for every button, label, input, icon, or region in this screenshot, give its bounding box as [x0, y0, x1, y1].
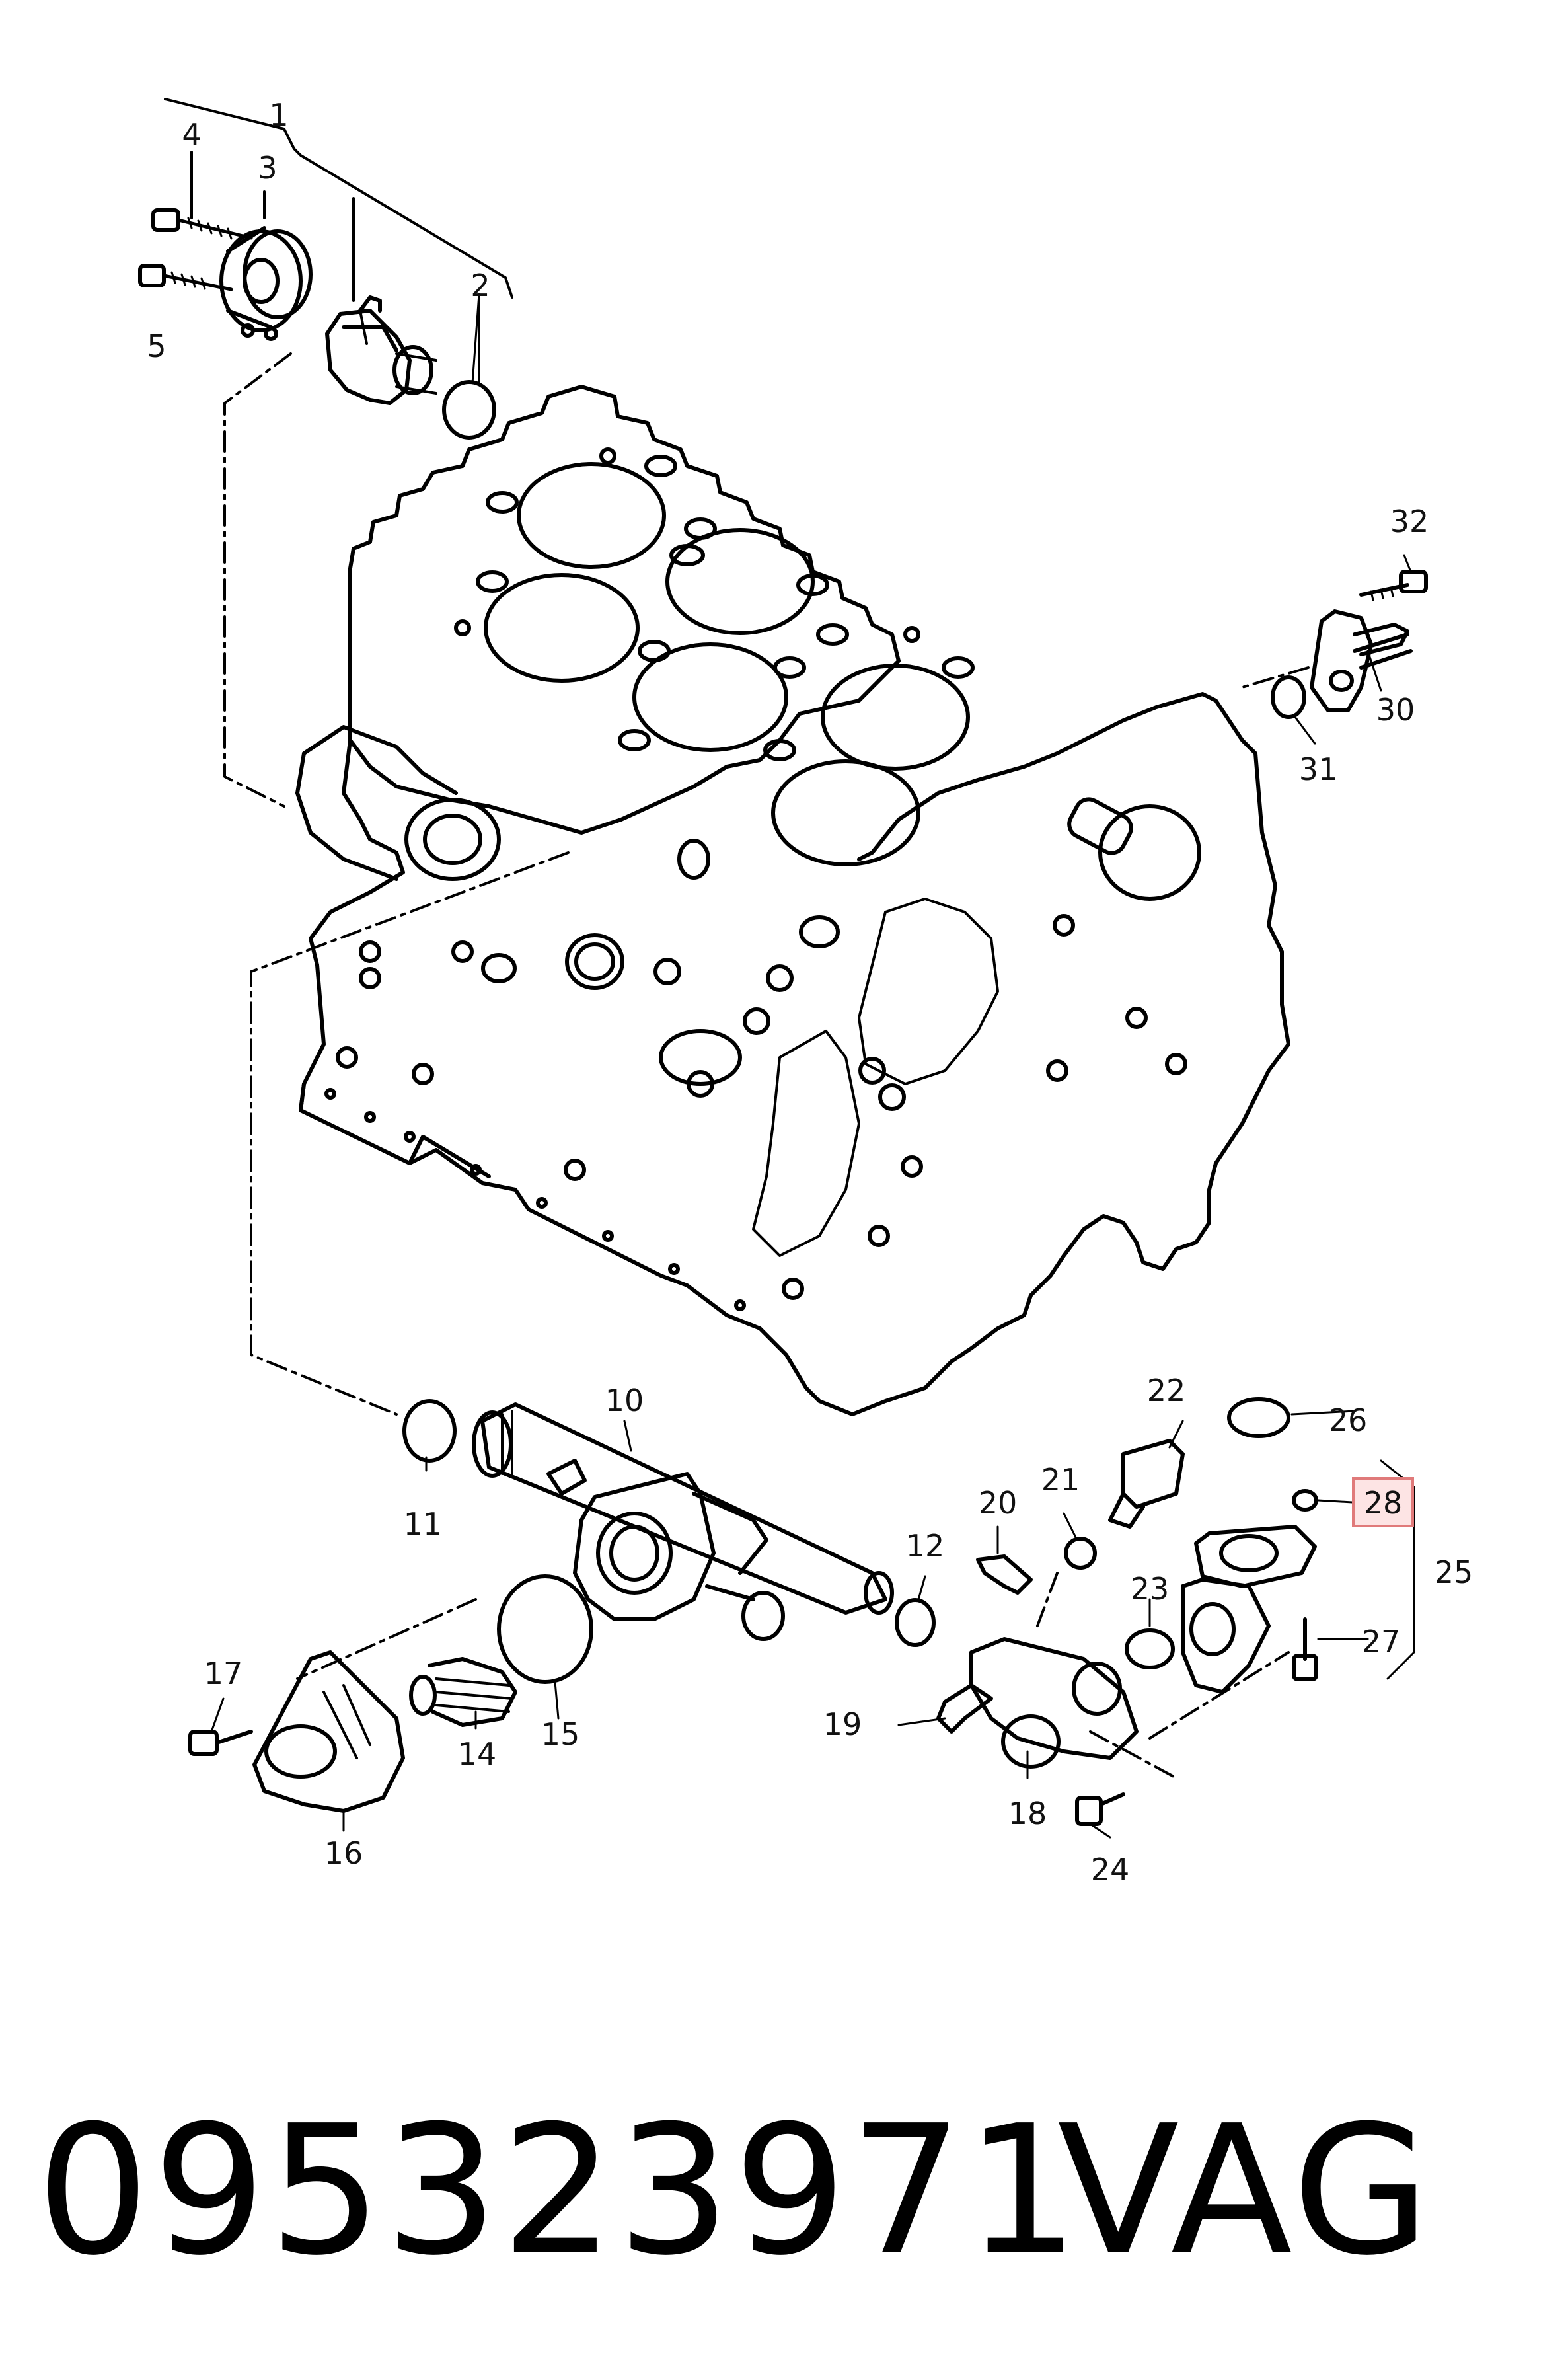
- gasket-15-icon: [497, 1574, 593, 1684]
- connector-16-icon: [252, 1650, 405, 1813]
- coolant-pump-body-icon: [325, 295, 437, 405]
- callout-22: 22: [1147, 1373, 1186, 1408]
- callout-21: 21: [1041, 1462, 1080, 1498]
- o-ring-31-icon: [1271, 675, 1306, 719]
- flange-25-icon: [1181, 1525, 1317, 1694]
- seal-21-icon: [1064, 1537, 1097, 1570]
- callout-11: 11: [404, 1506, 443, 1542]
- gasket-26-icon: [1227, 1397, 1290, 1438]
- callout-32: 32: [1390, 504, 1429, 539]
- clip-20-icon: [976, 1554, 1033, 1595]
- callout-5: 5: [147, 328, 166, 364]
- callout-18: 18: [1008, 1796, 1047, 1831]
- o-ring-11-icon: [402, 1399, 457, 1463]
- gasket-23-icon: [1125, 1628, 1175, 1669]
- bolt-4-icon: [151, 208, 253, 240]
- callout-14: 14: [458, 1736, 497, 1772]
- callout-labels: 1 2 3 4 5 10 11 12 14 15 16 17 18 19 20 …: [147, 97, 1473, 1888]
- callout-27: 27: [1362, 1624, 1401, 1660]
- callout-26: 26: [1329, 1402, 1368, 1438]
- callout-28-highlight: [1352, 1477, 1414, 1527]
- brand-label: VAG: [1057, 2087, 1433, 2295]
- callout-30: 30: [1376, 692, 1415, 728]
- callout-3: 3: [258, 150, 277, 186]
- callout-24: 24: [1091, 1852, 1130, 1888]
- thermostat-14-icon: [409, 1657, 517, 1727]
- callout-10: 10: [605, 1383, 644, 1418]
- part-number: 095323971: [36, 2087, 1082, 2295]
- callout-17: 17: [204, 1656, 243, 1691]
- pump-assembly-group: [138, 98, 513, 808]
- callout-20: 20: [979, 1485, 1018, 1521]
- bolt-27-icon: [1292, 1617, 1318, 1681]
- callout-4: 4: [182, 117, 201, 153]
- callout-25: 25: [1435, 1554, 1474, 1590]
- callout-31: 31: [1299, 751, 1338, 787]
- engine-block-icon: [295, 385, 1290, 1416]
- callout-16: 16: [324, 1835, 363, 1871]
- callout-19: 19: [823, 1706, 862, 1742]
- housing-18-icon: [969, 1637, 1139, 1769]
- callout-28: 28: [1364, 1485, 1403, 1521]
- bolt-17-icon: [188, 1730, 253, 1756]
- callout-1: 1: [269, 97, 288, 133]
- pulley-3-icon: [219, 226, 313, 341]
- coolant-fitting-30-icon: [1310, 609, 1413, 712]
- o-ring-12-icon: [895, 1598, 936, 1647]
- callout-12: 12: [906, 1528, 945, 1564]
- o-ring-28-icon: [1292, 1489, 1318, 1512]
- thermostat-housing-icon: [546, 1459, 785, 1641]
- pipe-10-icon: [472, 1402, 894, 1615]
- bolt-5-icon: [138, 264, 233, 291]
- bolt-24-icon: [1075, 1792, 1125, 1826]
- callout-15: 15: [541, 1716, 580, 1752]
- sensor-22-icon: [1108, 1439, 1185, 1529]
- callout-23: 23: [1131, 1571, 1170, 1607]
- callout-2: 2: [470, 268, 490, 303]
- o-ring-2-icon: [442, 380, 496, 440]
- bolt-32-icon: [1359, 570, 1428, 601]
